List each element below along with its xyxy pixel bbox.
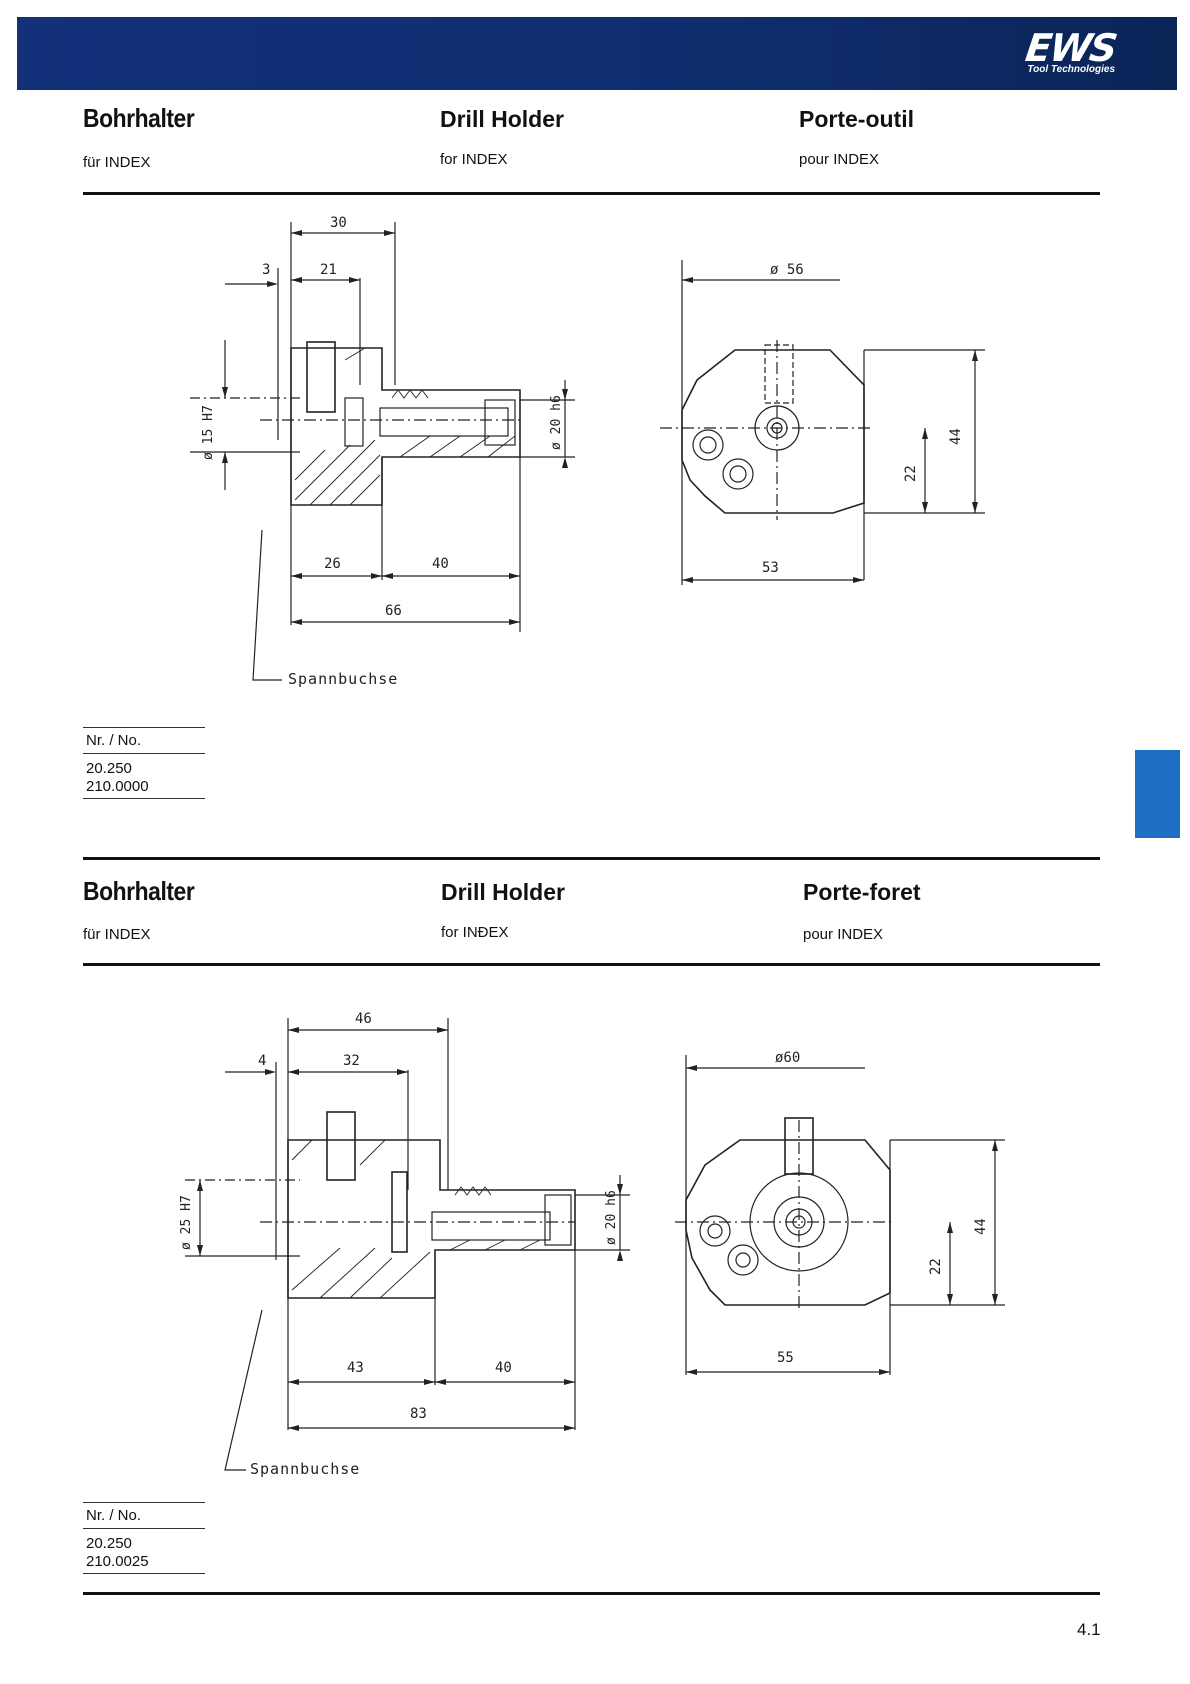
dim-center: 22 [928, 1258, 944, 1275]
section-2-rule [83, 963, 1100, 966]
nr-value: 20.250 [86, 760, 132, 777]
chapter-tab [1135, 750, 1180, 838]
dim-shank-length: 40 [495, 1360, 512, 1376]
footer-rule [83, 1592, 1100, 1595]
title-fr: Porte-foret [803, 879, 921, 905]
subtitle-de: für INDEX [83, 154, 151, 171]
dim-shank: ø 20 h6 [604, 1190, 619, 1245]
dim-shank: ø 20 h6 [549, 395, 564, 450]
dim-diameter: ø60 [775, 1050, 800, 1066]
ews-logo: EWS Tool Technologies [1022, 26, 1119, 75]
article-number-table-2: Nr. / No. 20.250 210.0025 [83, 1502, 205, 1574]
nr-label: Nr. / No. [86, 732, 142, 749]
drawing-1: 30 3 21 ø 15 H7 ø 20 h6 26 40 66 Spannbu… [190, 215, 985, 688]
dim-top-overall: 30 [330, 215, 347, 231]
dim-center: 22 [903, 465, 919, 482]
dim-width: 55 [777, 1350, 794, 1366]
subtitle-en: for INÐEX [441, 924, 509, 941]
dim-offset: 4 [258, 1053, 266, 1069]
nr-values: 20.250 210.0025 [83, 1529, 205, 1573]
dim-bore: ø 25 H7 [179, 1195, 194, 1250]
dim-bore: ø 15 H7 [201, 405, 216, 460]
nr-value: 20.250 [86, 1535, 132, 1552]
title-en: Drill Holder [441, 879, 565, 905]
dim-body-length: 43 [347, 1360, 364, 1376]
nr-value: 210.0025 [86, 1553, 149, 1570]
callout-spannbuchse: Spannbuchse [250, 1460, 360, 1478]
dim-height: 44 [973, 1218, 989, 1235]
subtitle-de: für INDEX [83, 926, 151, 943]
dim-total: 66 [385, 603, 402, 619]
dim-offset: 3 [262, 262, 270, 278]
subtitle-fr: pour INDEX [803, 926, 884, 943]
dim-inner: 32 [343, 1053, 360, 1069]
nr-value: 210.0000 [86, 778, 149, 795]
callout-spannbuchse: Spannbuchse [288, 670, 398, 688]
drawing-2: 46 4 32 ø 25 H7 ø 20 h6 43 40 83 Spannbu… [179, 1011, 1005, 1478]
dim-shank-length: 40 [432, 556, 449, 572]
section-divider [83, 857, 1100, 860]
header-banner: EWS Tool Technologies [17, 17, 1177, 90]
page-number: 4.1 [1077, 1620, 1101, 1639]
dim-top-overall: 46 [355, 1011, 372, 1027]
title-en: Drill Holder [440, 106, 564, 132]
dim-body-length: 26 [324, 556, 341, 572]
dim-total: 83 [410, 1406, 427, 1422]
title-fr: Porte-outil [799, 106, 914, 132]
nr-values: 20.250 210.0000 [83, 754, 205, 798]
dim-inner: 21 [320, 262, 337, 278]
section-1-rule [83, 192, 1100, 195]
dim-height: 44 [948, 428, 964, 445]
subtitle-en: for INDEX [440, 151, 508, 168]
nr-label: Nr. / No. [86, 1507, 142, 1524]
title-de: Bohrhalter [83, 103, 195, 133]
title-de: Bohrhalter [83, 876, 195, 906]
dim-width: 53 [762, 560, 779, 576]
logo-wordmark: EWS [1022, 26, 1119, 70]
logo-tagline: Tool Technologies [1027, 64, 1115, 75]
article-number-table-1: Nr. / No. 20.250 210.0000 [83, 727, 205, 799]
subtitle-fr: pour INDEX [799, 151, 880, 168]
dim-diameter: ø 56 [770, 262, 804, 278]
